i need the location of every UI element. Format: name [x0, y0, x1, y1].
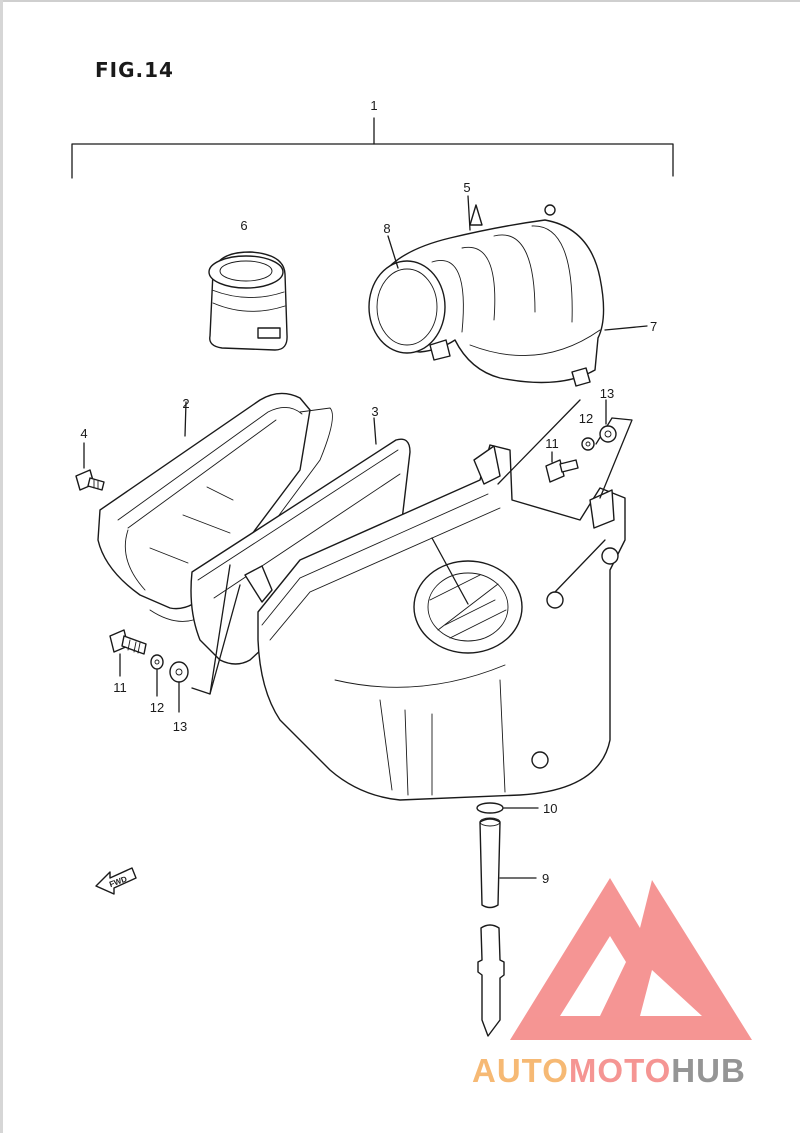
part-screw-4	[75, 442, 105, 491]
callout-9: 9	[542, 871, 549, 886]
part-air-cleaner-case	[244, 399, 633, 801]
logo-triangle-mark	[510, 878, 752, 1040]
callout-3: 3	[371, 404, 378, 419]
part-washer-13-left	[169, 564, 241, 713]
part-washer-12-left	[150, 654, 164, 697]
part-drain-tube	[477, 817, 537, 1037]
figure-title: FIG.14	[95, 58, 174, 82]
automotohub-logo: AUTOMOTOHUB	[472, 878, 752, 1089]
callout-6: 6	[240, 218, 247, 233]
callout-10: 10	[543, 801, 557, 816]
part-intake-boot	[368, 195, 648, 387]
part-bolt-11-right	[545, 451, 579, 483]
assembly-bracket	[71, 117, 674, 179]
logo-text: AUTOMOTOHUB	[472, 1052, 746, 1089]
callout-12-left: 12	[150, 700, 164, 715]
fwd-label: FWD	[108, 874, 128, 889]
part-o-ring	[476, 802, 539, 814]
callout-13-left: 13	[173, 719, 187, 734]
callout-1: 1	[370, 98, 377, 113]
callout-13-right: 13	[600, 386, 614, 401]
part-washer-12-right	[581, 437, 595, 451]
callout-5: 5	[463, 180, 470, 195]
callout-11-left: 11	[113, 680, 127, 695]
callout-2: 2	[182, 396, 189, 411]
callout-11-right: 11	[545, 436, 559, 451]
part-bolt-11-left	[109, 629, 147, 677]
fwd-arrow-icon: FWD	[95, 867, 137, 895]
callout-12-right: 12	[579, 411, 593, 426]
callout-7: 7	[650, 319, 657, 334]
callout-4: 4	[80, 426, 87, 441]
part-washer-13-right	[599, 399, 617, 443]
callout-8: 8	[383, 221, 390, 236]
part-intake-duct	[208, 251, 288, 351]
part-filter-element	[190, 417, 411, 665]
